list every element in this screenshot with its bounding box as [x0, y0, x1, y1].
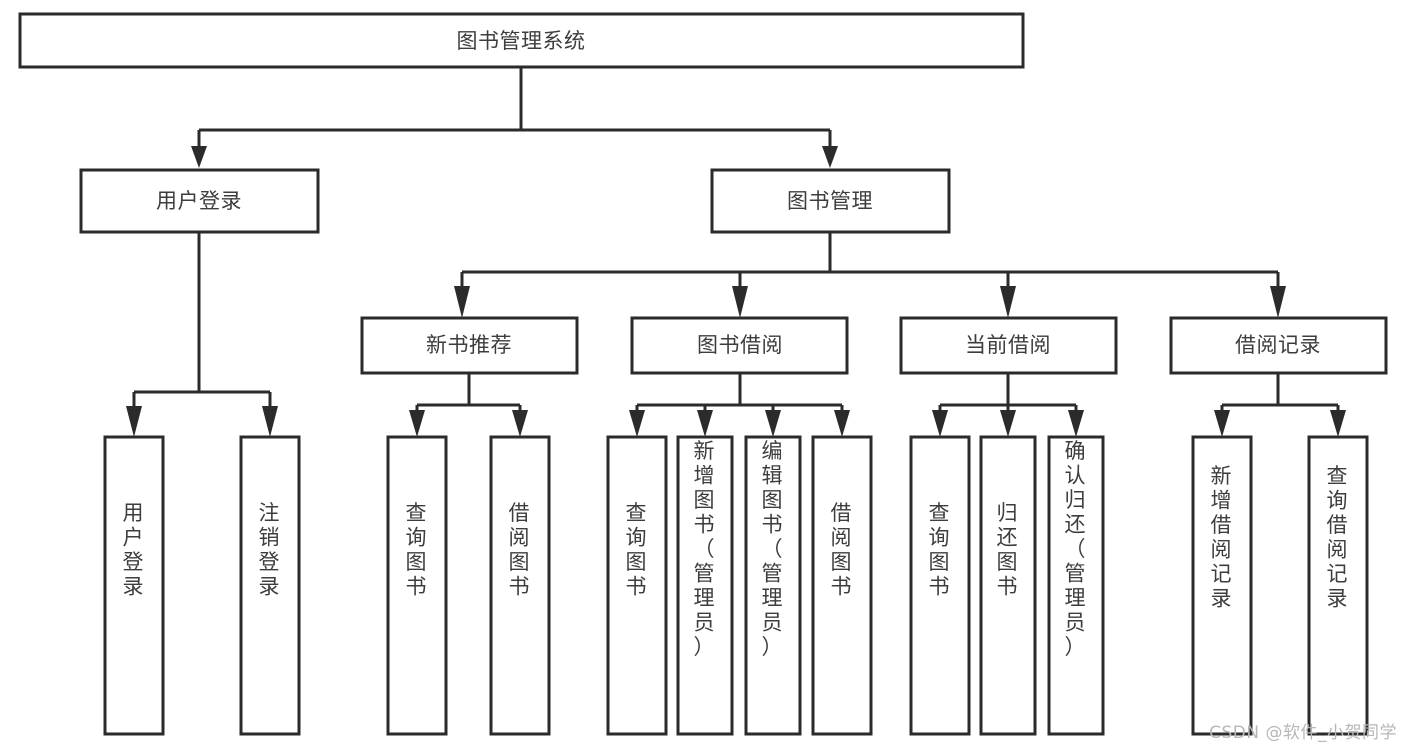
- node-leaf-query-book-3-label: 查询图书: [929, 501, 952, 599]
- node-leaf-add-record[interactable]: 新增借阅记录: [1191, 435, 1253, 736]
- node-leaf-user-logout-label: 注销登录: [259, 501, 282, 599]
- node-leaf-confirm-return-box[interactable]: [1047, 435, 1105, 736]
- arrow-head-leaf-return-book: [1000, 410, 1016, 437]
- node-leaf-add-record-label: 新增借阅记录: [1211, 464, 1234, 611]
- node-leaf-query-book-1-box[interactable]: [386, 435, 448, 736]
- arrow-head-new-book-recommend: [454, 286, 470, 318]
- node-leaf-confirm-return-label: 确认归还（管理员）: [1065, 439, 1088, 659]
- node-leaf-query-record[interactable]: 查询借阅记录: [1307, 435, 1369, 736]
- node-book-borrow-label: 图书借阅: [697, 333, 783, 357]
- arrow-head-leaf-borrow-book-2: [834, 410, 850, 437]
- arrow-head-leaf-edit-book: [765, 410, 781, 437]
- node-leaf-user-logout[interactable]: 注销登录: [239, 435, 301, 736]
- arrow-head-leaf-query-book-2: [629, 410, 645, 437]
- node-leaf-query-record-label: 查询借阅记录: [1327, 464, 1350, 611]
- node-leaf-borrow-book-1-box[interactable]: [489, 435, 551, 736]
- node-leaf-user-login-box[interactable]: [103, 435, 165, 736]
- node-leaf-edit-book-box[interactable]: [744, 435, 802, 736]
- node-book-borrow[interactable]: 图书借阅: [630, 316, 849, 375]
- node-leaf-query-book-3[interactable]: 查询图书: [909, 435, 971, 736]
- node-leaf-add-record-box[interactable]: [1191, 435, 1253, 736]
- node-leaf-borrow-book-1[interactable]: 借阅图书: [489, 435, 551, 736]
- node-leaf-query-record-box[interactable]: [1307, 435, 1369, 736]
- connector-group: [126, 67, 1346, 437]
- node-user-login[interactable]: 用户登录: [79, 168, 320, 234]
- node-leaf-return-book-box[interactable]: [979, 435, 1037, 736]
- node-leaf-query-book-2[interactable]: 查询图书: [606, 435, 668, 736]
- node-leaf-query-book-1[interactable]: 查询图书: [386, 435, 448, 736]
- node-leaf-borrow-book-2-box[interactable]: [811, 435, 873, 736]
- arrow-head-leaf-query-book-3: [932, 410, 948, 437]
- node-root-label: 图书管理系统: [457, 29, 586, 53]
- node-leaf-borrow-book-2[interactable]: 借阅图书: [811, 435, 873, 736]
- arrow-head-borrow-record: [1270, 286, 1286, 318]
- node-book-manage-box[interactable]: [710, 168, 951, 234]
- node-root-box[interactable]: [18, 12, 1025, 69]
- node-leaf-add-book[interactable]: 新增图书（管理员）: [676, 435, 734, 736]
- arrow-head-current-borrow: [1000, 286, 1016, 318]
- node-user-login-box[interactable]: [79, 168, 320, 234]
- node-current-borrow[interactable]: 当前借阅: [899, 316, 1118, 375]
- node-leaf-user-logout-box[interactable]: [239, 435, 301, 736]
- arrow-head-book-manage: [822, 146, 838, 168]
- arrow-head-leaf-add-book: [697, 410, 713, 437]
- node-leaf-edit-book[interactable]: 编辑图书（管理员）: [744, 435, 802, 736]
- node-leaf-query-book-3-box[interactable]: [909, 435, 971, 736]
- csdn-watermark: CSDN @软件_小贺同学: [1209, 723, 1397, 743]
- node-new-book-recommend-box[interactable]: [360, 316, 579, 375]
- arrow-head-leaf-query-record: [1330, 410, 1346, 437]
- node-root[interactable]: 图书管理系统: [18, 12, 1025, 69]
- node-book-manage[interactable]: 图书管理: [710, 168, 951, 234]
- node-current-borrow-box[interactable]: [899, 316, 1118, 375]
- node-leaf-borrow-book-1-label: 借阅图书: [509, 501, 532, 599]
- node-current-borrow-label: 当前借阅: [965, 333, 1051, 357]
- node-new-book-recommend-label: 新书推荐: [426, 333, 512, 357]
- node-book-borrow-box[interactable]: [630, 316, 849, 375]
- node-leaf-query-book-2-label: 查询图书: [626, 501, 649, 599]
- node-leaf-add-book-label: 新增图书（管理员）: [694, 439, 717, 659]
- arrow-head-leaf-borrow-book-1: [512, 410, 528, 437]
- arrow-head-leaf-add-record: [1214, 410, 1230, 437]
- node-leaf-user-login-label: 用户登录: [123, 501, 146, 599]
- node-borrow-record-label: 借阅记录: [1235, 333, 1321, 357]
- node-leaf-add-book-box[interactable]: [676, 435, 734, 736]
- arrow-head-leaf-confirm-return: [1068, 410, 1084, 437]
- node-borrow-record-box[interactable]: [1169, 316, 1388, 375]
- node-leaf-confirm-return[interactable]: 确认归还（管理员）: [1047, 435, 1105, 736]
- arrow-head-leaf-user-logout: [262, 406, 278, 437]
- node-leaf-return-book[interactable]: 归还图书: [979, 435, 1037, 736]
- arrow-head-book-borrow: [732, 286, 748, 318]
- node-leaf-edit-book-label: 编辑图书（管理员）: [762, 439, 785, 659]
- node-borrow-record[interactable]: 借阅记录: [1169, 316, 1388, 375]
- node-user-login-label: 用户登录: [156, 189, 242, 213]
- node-leaf-return-book-label: 归还图书: [997, 501, 1020, 599]
- node-new-book-recommend[interactable]: 新书推荐: [360, 316, 579, 375]
- node-leaf-user-login[interactable]: 用户登录: [103, 435, 165, 736]
- node-leaf-query-book-1-label: 查询图书: [406, 501, 429, 599]
- arrow-head-user-login: [191, 146, 207, 168]
- arrow-head-leaf-query-book-1: [409, 410, 425, 437]
- node-leaf-borrow-book-2-label: 借阅图书: [831, 501, 854, 599]
- arrow-head-leaf-user-login: [126, 406, 142, 437]
- node-book-manage-label: 图书管理: [787, 189, 873, 213]
- node-leaf-query-book-2-box[interactable]: [606, 435, 668, 736]
